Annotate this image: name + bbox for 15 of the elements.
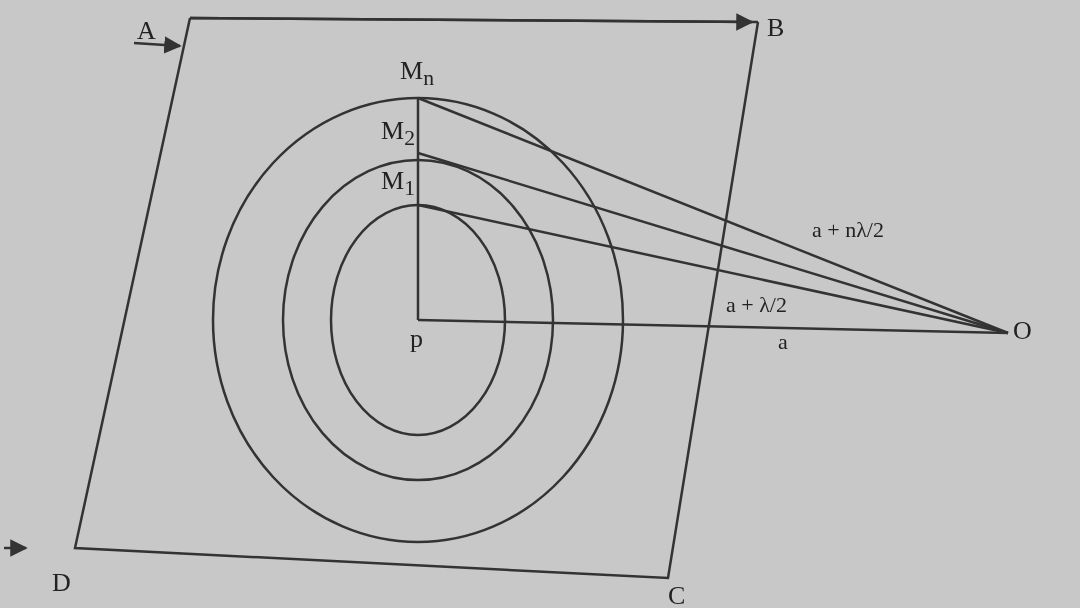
point-label: M$_{2}$ [381, 118, 415, 150]
corner-label: C [668, 583, 686, 608]
point-label: p [410, 326, 423, 352]
corner-label: B [767, 15, 785, 41]
line [417, 318, 1009, 335]
line [417, 96, 1009, 335]
line [416, 98, 420, 153]
corner-label: A [137, 18, 156, 44]
corner-label: D [52, 570, 71, 596]
line [416, 205, 420, 320]
line [417, 203, 1009, 335]
point-label: M$_{n}$ [400, 58, 434, 90]
line [416, 153, 420, 205]
point-label: M$_{1}$ [381, 168, 415, 200]
point-label: O [1013, 318, 1032, 344]
